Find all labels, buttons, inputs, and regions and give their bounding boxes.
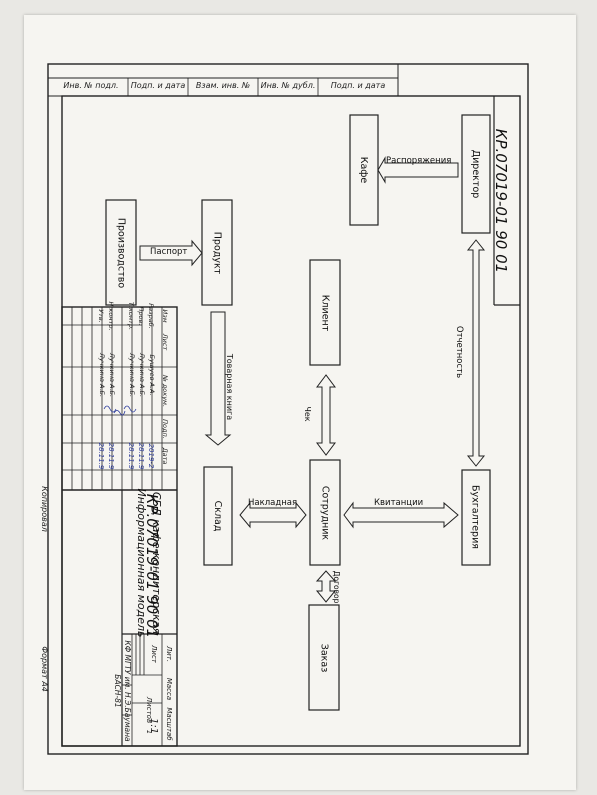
- tb-row-name: Лучкина А.Б.: [98, 352, 106, 398]
- arrow-label-cheque: Чек: [303, 406, 313, 422]
- tb-header-list: Лист: [161, 333, 169, 351]
- tb-row-role: Пров.: [137, 306, 145, 326]
- arrow-label-contract: Договор: [332, 570, 342, 604]
- tb-lit: Лит.: [165, 645, 173, 663]
- strip-cell-2: Подп. и дата: [130, 81, 186, 90]
- tb-row-date: 28.11.9: [97, 442, 105, 470]
- arrow-label-passport: Паспорт: [150, 247, 188, 257]
- tb-row-date: 28.11.9: [107, 442, 115, 470]
- box-order: Заказ: [319, 643, 330, 673]
- arrow-label-receipts: Квитанции: [374, 498, 424, 508]
- tb-row-role: Т.контр.: [127, 301, 135, 331]
- box-employee: Сотрудник: [320, 485, 331, 541]
- tb-mass: Масса: [165, 677, 173, 701]
- tb-row-date: 28.11.9: [137, 442, 145, 470]
- tb-row-name: Лучкина А.Б.: [138, 352, 146, 398]
- tb-scale: Масштаб: [165, 707, 173, 741]
- stamp-code: КР.07019-01 90 01: [492, 128, 510, 274]
- box-production: Производство: [116, 217, 127, 289]
- tb-row-role: Н.контр.: [107, 301, 115, 331]
- box-client: Клиент: [320, 294, 331, 332]
- box-warehouse: Склад: [212, 500, 224, 532]
- box-director: Директор: [470, 149, 482, 199]
- strip-cell-3: Взам. инв. №: [195, 81, 251, 90]
- sheet-lines: [47, 63, 529, 755]
- tb-row-name: Лучкина А.Б.: [108, 352, 116, 398]
- tb-row-role: Утв.: [97, 309, 105, 323]
- tb-header-izm: Изм: [161, 309, 169, 323]
- tb-header-sign: Подп.: [161, 419, 169, 439]
- strip-cell-5: Подп. и дата: [330, 81, 386, 90]
- tb-row-date: 28.11.9: [127, 442, 135, 470]
- copied-label: Копировал: [40, 486, 50, 532]
- tb-sheet: Лист: [150, 645, 158, 663]
- tb-header-date: Дата: [161, 447, 169, 465]
- arrow-label-goods-book: Товарная книга: [225, 353, 235, 421]
- strip-cell-1: Инв. № подл.: [63, 81, 119, 90]
- tb-row-name: Лучкина А.Б.: [128, 352, 136, 398]
- arrow-label-reporting: Отчетность: [454, 325, 464, 379]
- tb-row-name: Бушуев А.А.: [148, 354, 156, 396]
- box-product: Продукт: [212, 231, 223, 275]
- title-name-line2: Информационная модель: [135, 488, 149, 638]
- arrow-label-invoice: Накладная: [248, 498, 298, 508]
- tb-header-doc: № докум.: [161, 374, 169, 408]
- strip-cell-4: Инв. № дубл.: [260, 81, 316, 90]
- format-label: Формат А4: [40, 646, 50, 692]
- drawing-sheet: Инв. № подл. Подп. и дата Взам. инв. № И…: [24, 15, 576, 790]
- tb-org-line2: БАСН-81: [113, 674, 123, 708]
- box-accounting: Бухгалтерия: [470, 485, 481, 549]
- tb-row-role: Разраб.: [147, 303, 155, 329]
- tb-row-date: 2019-2: [147, 443, 155, 469]
- arrow-label-orders: Распоряжения: [386, 156, 452, 166]
- box-cafe: Кафе: [358, 156, 370, 184]
- tb-sheets-value: 1: [145, 729, 153, 735]
